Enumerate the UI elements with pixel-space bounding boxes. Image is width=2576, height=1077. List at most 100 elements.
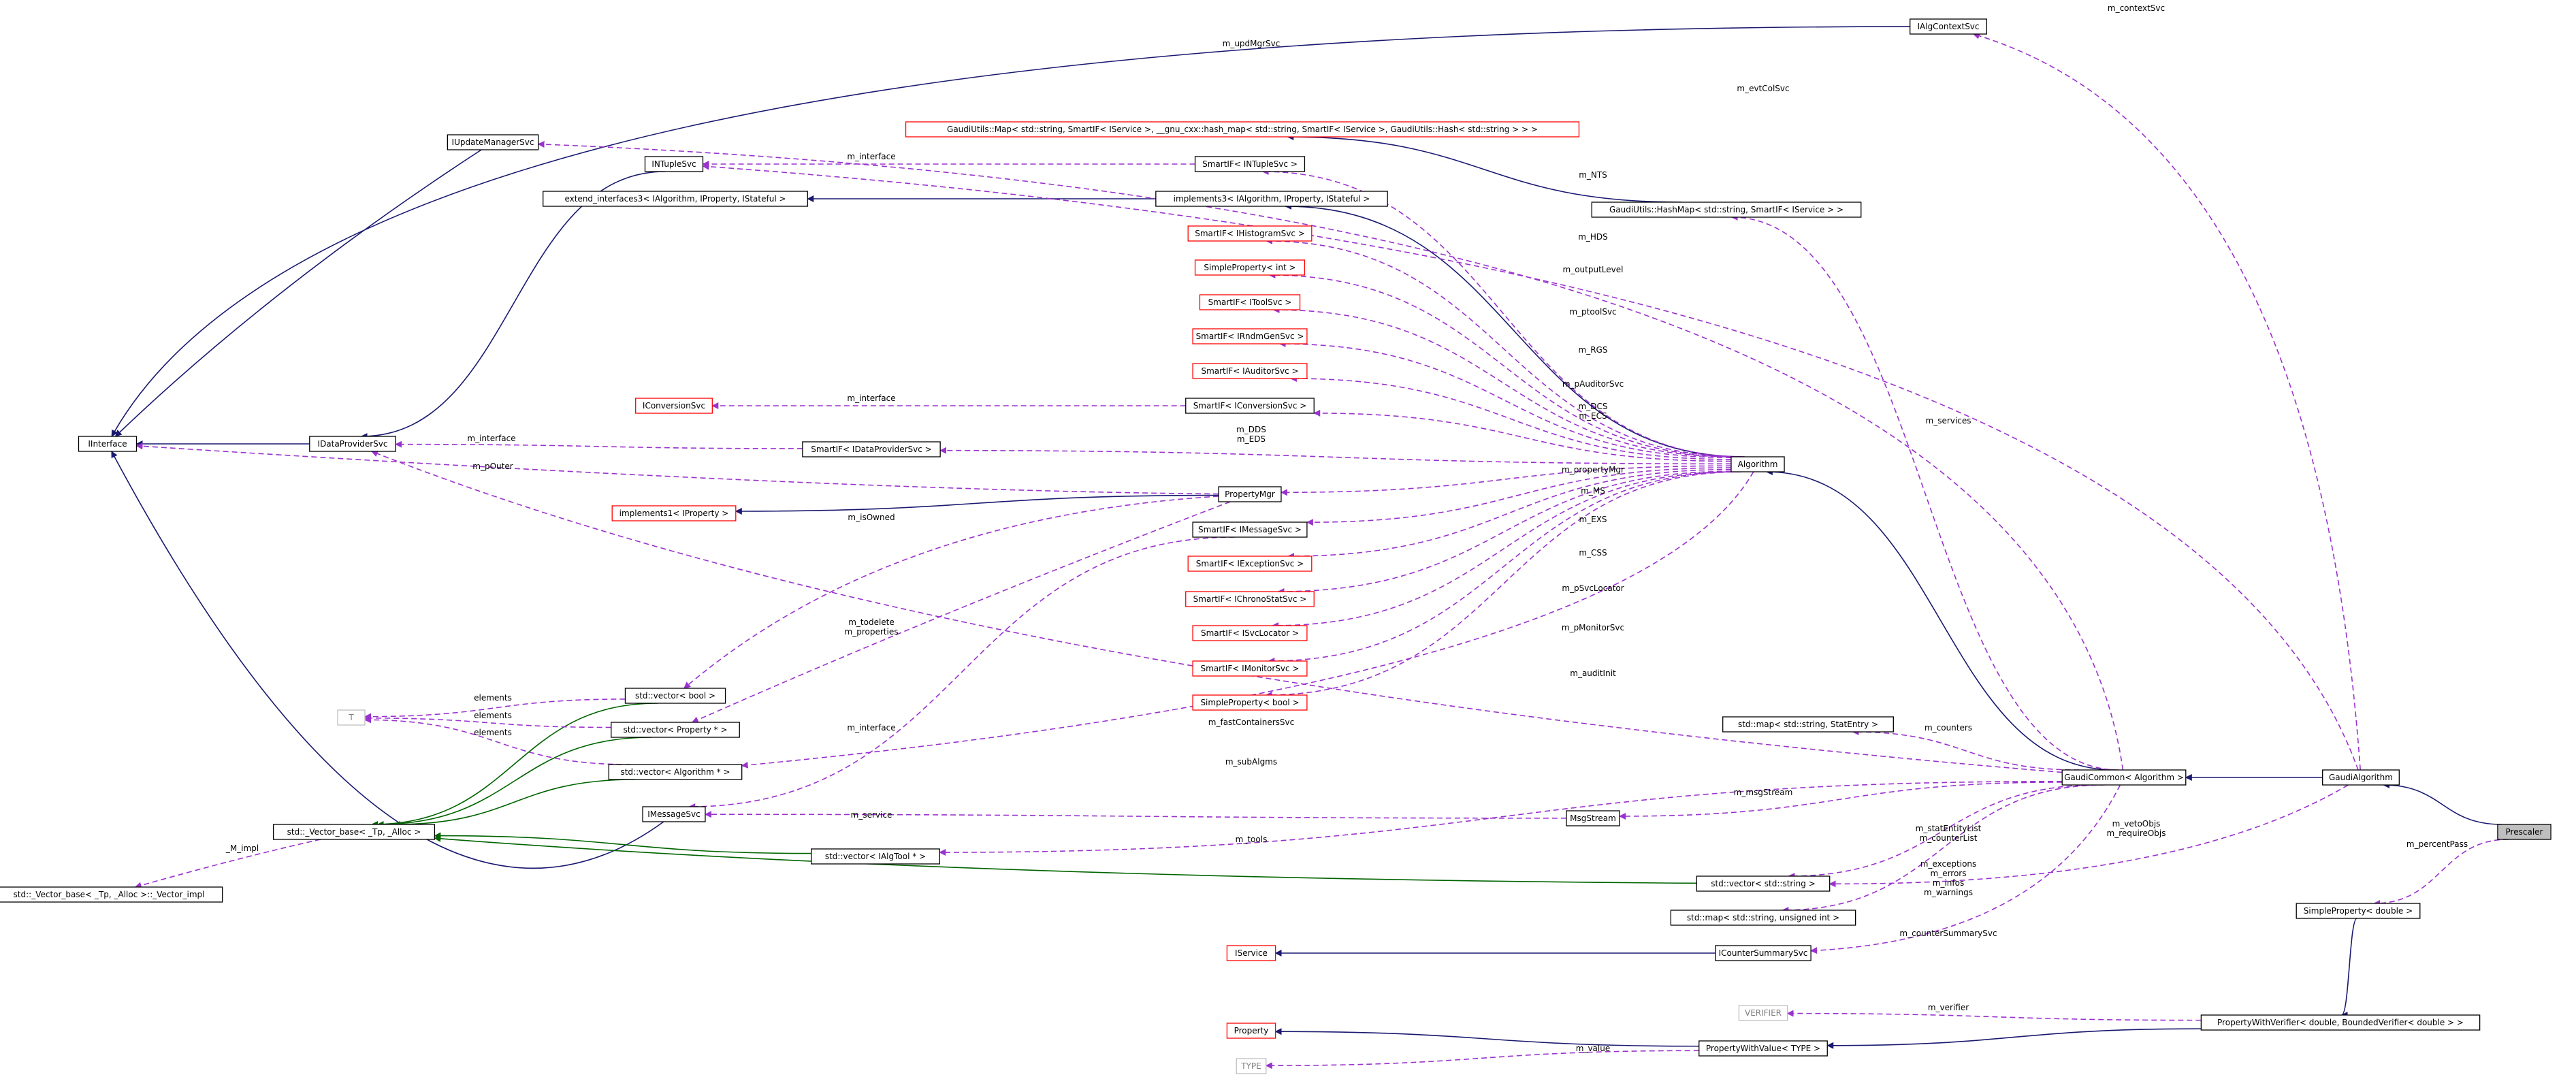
node-si-ichrono-stat-svc[interactable]: SmartIF< IChronoStatSvc >	[1185, 591, 1315, 607]
node-gaudi-hash-map[interactable]: GaudiUtils::HashMap< std::string, SmartI…	[1591, 202, 1862, 218]
node-box[interactable]	[611, 505, 737, 521]
node-extend-interfaces3[interactable]: extend_interfaces3< IAlgorithm, IPropert…	[543, 191, 808, 207]
node-box[interactable]	[811, 848, 940, 865]
node-intuple-svc[interactable]: INTupleSvc	[644, 156, 704, 172]
node-box[interactable]	[1192, 521, 1308, 538]
node-sp-double[interactable]: SimpleProperty< double >	[2296, 903, 2421, 919]
node-type[interactable]: TYPE	[1236, 1058, 1267, 1074]
node-si-isvc-locator[interactable]: SmartIF< ISvcLocator >	[1192, 625, 1308, 641]
node-algorithm[interactable]: Algorithm	[1730, 456, 1785, 472]
node-pwv-double[interactable]: PropertyWithVerifier< double, BoundedVer…	[2200, 1014, 2481, 1031]
node-box[interactable]	[1199, 294, 1301, 310]
node-si-iexception-svc[interactable]: SmartIF< IExceptionSvc >	[1187, 556, 1313, 572]
node-box[interactable]	[337, 709, 366, 726]
node-box[interactable]	[1185, 591, 1315, 607]
node-box[interactable]	[1226, 945, 1276, 961]
node-box[interactable]	[1226, 1023, 1276, 1039]
node-box[interactable]	[2296, 903, 2421, 919]
node-box[interactable]	[1910, 18, 1987, 35]
node-box[interactable]	[802, 441, 941, 457]
node-box[interactable]	[1730, 456, 1785, 472]
node-si-idata-provider-svc[interactable]: SmartIF< IDataProviderSvc >	[802, 441, 941, 457]
node-box[interactable]	[309, 436, 396, 452]
node-box[interactable]	[1566, 810, 1620, 826]
node-si-iconversion-svc[interactable]: SmartIF< IConversionSvc >	[1185, 398, 1315, 414]
node-prescaler[interactable]: Prescaler	[2497, 824, 2551, 840]
node-ialg-context-svc[interactable]: IAlgContextSvc	[1910, 18, 1987, 35]
node-si-imessage-svc[interactable]: SmartIF< IMessageSvc >	[1192, 521, 1308, 538]
node-box[interactable]	[447, 134, 539, 150]
node-gaudi-common[interactable]: GaudiCommon< Algorithm >	[2061, 769, 2187, 786]
node-box[interactable]	[1192, 363, 1308, 379]
node-box[interactable]	[543, 191, 808, 207]
node-si-ihistogram-svc[interactable]: SmartIF< IHistogramSvc >	[1187, 225, 1313, 242]
node-box[interactable]	[1194, 259, 1306, 276]
node-box[interactable]	[1218, 486, 1282, 502]
node-verifier[interactable]: VERIFIER	[1738, 1005, 1788, 1021]
node-property-mgr[interactable]: PropertyMgr	[1218, 486, 1282, 502]
node-sp-int[interactable]: SimpleProperty< int >	[1194, 259, 1306, 276]
node-box[interactable]	[272, 824, 436, 840]
node-box[interactable]	[611, 722, 740, 738]
node-box[interactable]	[1192, 694, 1308, 711]
node-box[interactable]	[1696, 875, 1831, 892]
node-si-imonitor-svc[interactable]: SmartIF< IMonitorSvc >	[1192, 660, 1308, 677]
node-implements3[interactable]: implements3< IAlgorithm, IProperty, ISta…	[1155, 191, 1388, 207]
node-vec-property[interactable]: std::vector< Property * >	[611, 722, 740, 738]
node-box[interactable]	[1192, 660, 1308, 677]
node-vec-ialg-tool[interactable]: std::vector< IAlgTool * >	[811, 848, 940, 865]
node-idata-provider-svc[interactable]: IDataProviderSvc	[309, 436, 396, 452]
node-si-iauditor-svc[interactable]: SmartIF< IAuditorSvc >	[1192, 363, 1308, 379]
node-property-with-value[interactable]: PropertyWithValue< TYPE >	[1698, 1040, 1828, 1057]
node-box[interactable]	[624, 688, 726, 704]
node-box[interactable]	[1187, 225, 1313, 242]
node-box[interactable]	[2200, 1014, 2481, 1031]
node-iupdate-manager-svc[interactable]: IUpdateManagerSvc	[447, 134, 539, 150]
node-map-uint[interactable]: std::map< std::string, unsigned int >	[1670, 910, 1856, 926]
node-property[interactable]: Property	[1226, 1023, 1276, 1039]
node-gaudi-map[interactable]: GaudiUtils::Map< std::string, SmartIF< I…	[905, 121, 1580, 138]
node-t[interactable]: T	[337, 709, 366, 726]
node-box[interactable]	[1591, 202, 1862, 218]
node-box[interactable]	[2061, 769, 2187, 786]
node-box[interactable]	[1194, 156, 1306, 172]
node-box[interactable]	[1698, 1040, 1828, 1057]
node-gaudi-algorithm[interactable]: GaudiAlgorithm	[2322, 769, 2400, 786]
node-box[interactable]	[642, 806, 706, 822]
node-box[interactable]	[1192, 625, 1308, 641]
node-box[interactable]	[1192, 328, 1308, 344]
node-box[interactable]	[0, 886, 223, 903]
node-si-irndm-gen-svc[interactable]: SmartIF< IRndmGenSvc >	[1192, 328, 1308, 344]
node-box[interactable]	[1715, 945, 1812, 961]
node-box[interactable]	[1670, 910, 1856, 926]
node-box[interactable]	[905, 121, 1580, 138]
node-iinterface[interactable]: IInterface	[78, 436, 138, 452]
node-box[interactable]	[2322, 769, 2400, 786]
node-si-itool-svc[interactable]: SmartIF< IToolSvc >	[1199, 294, 1301, 310]
node-box[interactable]	[608, 764, 743, 780]
node-iservice[interactable]: IService	[1226, 945, 1276, 961]
node-icounter-summary-svc[interactable]: ICounterSummarySvc	[1715, 945, 1812, 961]
node-box[interactable]	[2497, 824, 2551, 840]
node-box[interactable]	[644, 156, 704, 172]
node-vec-algorithm[interactable]: std::vector< Algorithm * >	[608, 764, 743, 780]
node-box[interactable]	[1187, 556, 1313, 572]
node-box[interactable]	[635, 398, 713, 414]
node-box[interactable]	[1185, 398, 1315, 414]
node-box[interactable]	[1155, 191, 1388, 207]
node-vector-base[interactable]: std::_Vector_base< _Tp, _Alloc >	[272, 824, 436, 840]
node-vector-impl[interactable]: std::_Vector_base< _Tp, _Alloc >::_Vecto…	[0, 886, 223, 903]
node-box[interactable]	[78, 436, 138, 452]
node-vec-string[interactable]: std::vector< std::string >	[1696, 875, 1831, 892]
node-msg-stream[interactable]: MsgStream	[1566, 810, 1620, 826]
node-box[interactable]	[1722, 716, 1894, 733]
node-sp-bool[interactable]: SimpleProperty< bool >	[1192, 694, 1308, 711]
node-imessage-svc[interactable]: IMessageSvc	[642, 806, 706, 822]
node-box[interactable]	[1738, 1005, 1788, 1021]
node-map-stat-entry[interactable]: std::map< std::string, StatEntry >	[1722, 716, 1894, 733]
node-implements1[interactable]: implements1< IProperty >	[611, 505, 737, 521]
node-si-intuple-svc[interactable]: SmartIF< INTupleSvc >	[1194, 156, 1306, 172]
node-iconversion-svc[interactable]: IConversionSvc	[635, 398, 713, 414]
node-box[interactable]	[1236, 1058, 1267, 1074]
node-vec-bool[interactable]: std::vector< bool >	[624, 688, 726, 704]
